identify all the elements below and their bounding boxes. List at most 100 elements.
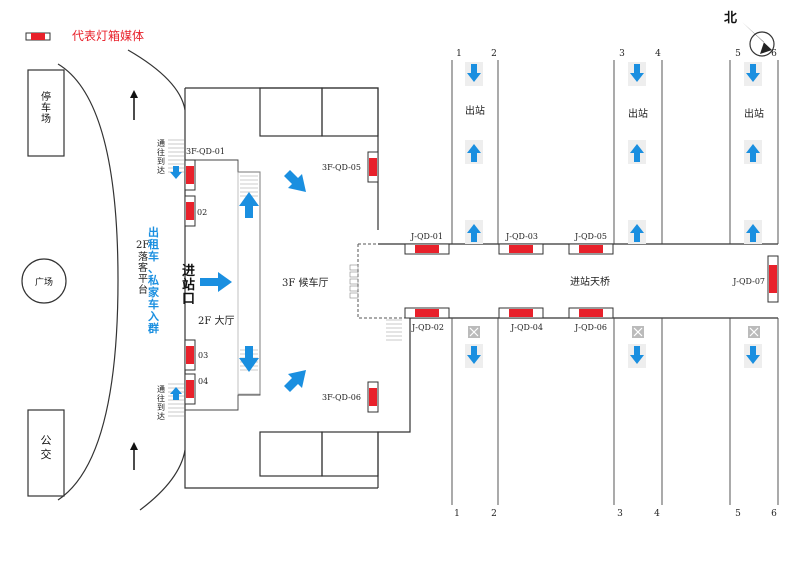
svg-text:1: 1 bbox=[454, 509, 460, 519]
svg-text:J-QD-01: J-QD-01 bbox=[410, 232, 443, 241]
bus-label: 公交 bbox=[41, 434, 52, 461]
svg-text:04: 04 bbox=[198, 377, 208, 386]
bridge-label: 进站天桥 bbox=[570, 275, 610, 288]
closed-x-icon-3 bbox=[748, 326, 760, 338]
arrow-up-p5b-icon bbox=[744, 220, 762, 244]
arrow-up-p3b-icon bbox=[628, 220, 646, 244]
media-qd05: 3F-QD-05 bbox=[322, 151, 379, 183]
svg-text:6: 6 bbox=[771, 509, 777, 519]
plaza-circle bbox=[21, 258, 67, 304]
legend-swatch bbox=[31, 33, 45, 40]
svg-text:2: 2 bbox=[491, 49, 497, 59]
arrow-up-p1a-icon bbox=[465, 140, 483, 164]
exit-label-2: 出站 bbox=[628, 107, 648, 120]
road-arrow-up-2-head bbox=[130, 442, 138, 450]
svg-text:4: 4 bbox=[654, 509, 660, 519]
media-j05: J-QD-05 bbox=[568, 232, 614, 255]
room-top-1 bbox=[259, 87, 323, 137]
closed-x-icon-2 bbox=[632, 326, 644, 338]
via-bottom-label: 通往到达 bbox=[157, 384, 165, 421]
arrow-down-p3-icon bbox=[628, 62, 646, 86]
media-j02: J-QD-02 bbox=[404, 307, 450, 332]
north-arrow-icon bbox=[742, 22, 772, 54]
svg-text:J-QD-02: J-QD-02 bbox=[411, 323, 444, 332]
platform-numbers-bottom: 1 2 3 4 5 6 bbox=[454, 509, 777, 519]
waiting-hall-label: 3F 候车厅 bbox=[282, 276, 328, 289]
building-bottom-right-wall bbox=[377, 318, 411, 488]
compass-north-label: 北 bbox=[724, 11, 737, 26]
legend-label: 代表灯箱媒体 bbox=[72, 28, 144, 43]
media-qd01: 3F-QD-01 bbox=[184, 147, 225, 191]
svg-text:3F-QD-06: 3F-QD-06 bbox=[322, 393, 361, 402]
media-qd03: 03 bbox=[184, 339, 208, 371]
svg-text:J-QD-03: J-QD-03 bbox=[505, 232, 538, 241]
arrow-down-p5-icon bbox=[744, 62, 762, 86]
legend: 代表灯箱媒体 bbox=[25, 28, 144, 43]
media-qd02: 02 bbox=[184, 195, 207, 227]
road-curve-top bbox=[127, 49, 186, 111]
media-qd06: 3F-QD-06 bbox=[322, 381, 379, 413]
media-j07: J-QD-07 bbox=[732, 255, 779, 303]
media-j06: J-QD-06 bbox=[568, 307, 614, 332]
entrance-label: 进站口 bbox=[182, 264, 195, 307]
platform-numbers-top: 1 2 3 4 5 6 bbox=[456, 49, 777, 59]
taxi-note: 出租车、私家车入群 bbox=[147, 225, 160, 335]
media-qd04: 04 bbox=[184, 373, 208, 405]
svg-text:J-QD-06: J-QD-06 bbox=[574, 323, 607, 332]
svg-text:3F-QD-05: 3F-QD-05 bbox=[322, 163, 361, 172]
hall-2f-label: 2F 大厅 bbox=[198, 314, 234, 327]
arrow-down-p5c-icon bbox=[744, 344, 762, 368]
via-up-arrow-icon bbox=[170, 387, 182, 400]
escalator-band bbox=[237, 171, 261, 395]
escalator-up-arrow-icon bbox=[239, 192, 259, 218]
svg-text:6: 6 bbox=[771, 49, 777, 59]
entrance-arrow-icon bbox=[200, 272, 232, 292]
diagonal-arrow-top-icon bbox=[284, 170, 306, 192]
building-top-wall bbox=[185, 87, 379, 230]
media-j01: J-QD-01 bbox=[404, 232, 450, 255]
via-down-arrow-icon bbox=[170, 166, 182, 179]
via-top-label: 通往到达 bbox=[157, 138, 165, 175]
plaza-label: 广场 bbox=[35, 276, 53, 288]
room-bottom-2 bbox=[321, 431, 379, 477]
road-arrow-up-1-head bbox=[130, 90, 138, 98]
arrow-up-p3a-icon bbox=[628, 140, 646, 164]
svg-text:02: 02 bbox=[197, 208, 207, 217]
escalator-down-arrow-icon bbox=[239, 346, 259, 372]
svg-text:J-QD-07: J-QD-07 bbox=[732, 277, 765, 286]
closed-markers bbox=[468, 326, 760, 338]
media-j04: J-QD-04 bbox=[498, 307, 544, 332]
svg-text:J-QD-04: J-QD-04 bbox=[510, 323, 543, 332]
arrow-up-p5a-icon bbox=[744, 140, 762, 164]
bus-box bbox=[27, 409, 65, 497]
svg-text:3: 3 bbox=[617, 509, 623, 519]
parking-label: 停车场 bbox=[41, 90, 51, 125]
road-curve-bottom bbox=[139, 449, 186, 511]
svg-text:2: 2 bbox=[491, 509, 497, 519]
media-j03: J-QD-03 bbox=[498, 232, 544, 255]
bridge-connector-dashed bbox=[357, 244, 410, 319]
compass: 北 bbox=[724, 11, 775, 57]
svg-text:5: 5 bbox=[735, 509, 741, 519]
closed-x-icon-1 bbox=[468, 326, 480, 338]
stairs-left-bottom bbox=[168, 383, 184, 417]
platform-arrows bbox=[465, 62, 762, 368]
arrow-down-p1-icon bbox=[465, 62, 483, 86]
platform-lines bbox=[451, 60, 779, 505]
arrow-up-p1b-icon bbox=[465, 220, 483, 244]
arrow-down-p1c-icon bbox=[465, 344, 483, 368]
svg-text:3: 3 bbox=[619, 49, 625, 59]
exit-label-1: 出站 bbox=[465, 104, 485, 117]
exit-label-3: 出站 bbox=[744, 107, 764, 120]
gate-hatch bbox=[349, 264, 359, 299]
svg-text:5: 5 bbox=[735, 49, 741, 59]
svg-text:1: 1 bbox=[456, 49, 462, 59]
diagonal-arrow-bottom-icon bbox=[284, 370, 306, 392]
svg-text:03: 03 bbox=[198, 351, 208, 360]
parking-box bbox=[27, 69, 65, 157]
room-top-2 bbox=[321, 87, 379, 137]
svg-text:3F-QD-01: 3F-QD-01 bbox=[186, 147, 225, 156]
